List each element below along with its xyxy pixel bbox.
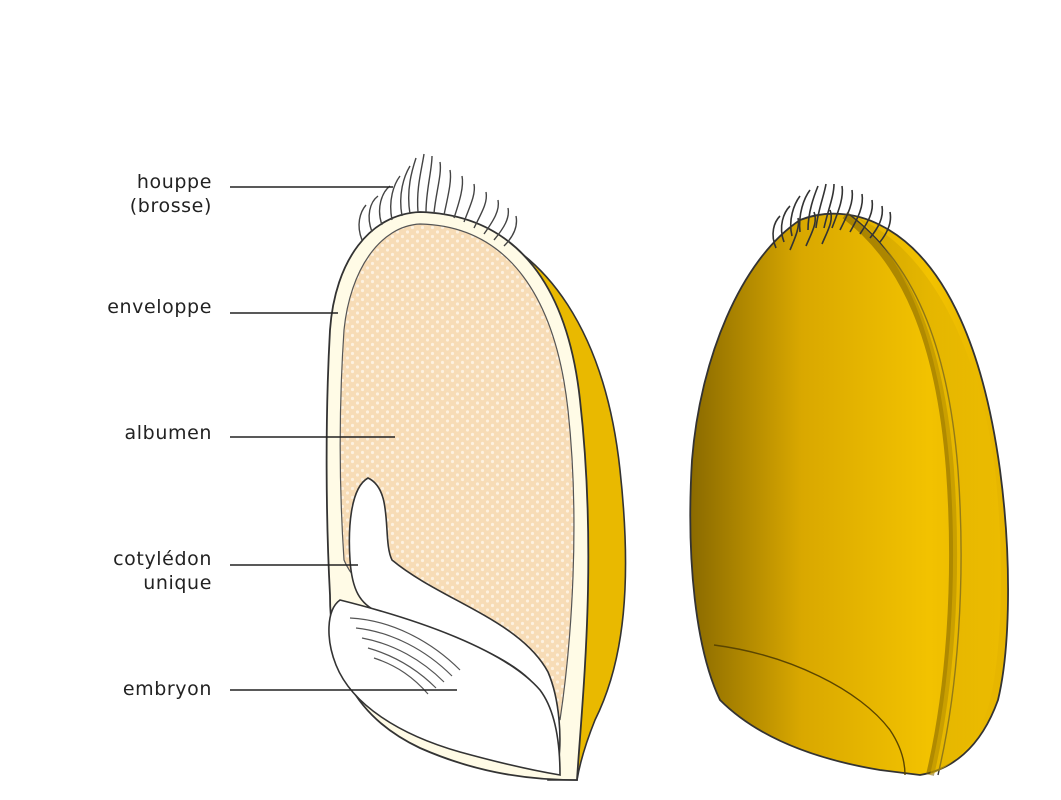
- label-houppe: houppe (brosse): [60, 170, 212, 218]
- label-cotyledon-line1: cotylédon: [50, 547, 212, 571]
- section-seed: [327, 154, 626, 780]
- label-houppe-line2: (brosse): [60, 194, 212, 218]
- label-albumen: albumen: [60, 421, 212, 445]
- label-embryon: embryon: [60, 677, 212, 701]
- label-albumen-text: albumen: [60, 421, 212, 445]
- label-cotyledon: cotylédon unique: [50, 547, 212, 595]
- label-embryon-text: embryon: [60, 677, 212, 701]
- label-cotyledon-line2: unique: [50, 571, 212, 595]
- label-enveloppe-text: enveloppe: [40, 295, 212, 319]
- whole-grain: [690, 184, 1008, 775]
- label-enveloppe: enveloppe: [40, 295, 212, 319]
- label-houppe-line1: houppe: [60, 170, 212, 194]
